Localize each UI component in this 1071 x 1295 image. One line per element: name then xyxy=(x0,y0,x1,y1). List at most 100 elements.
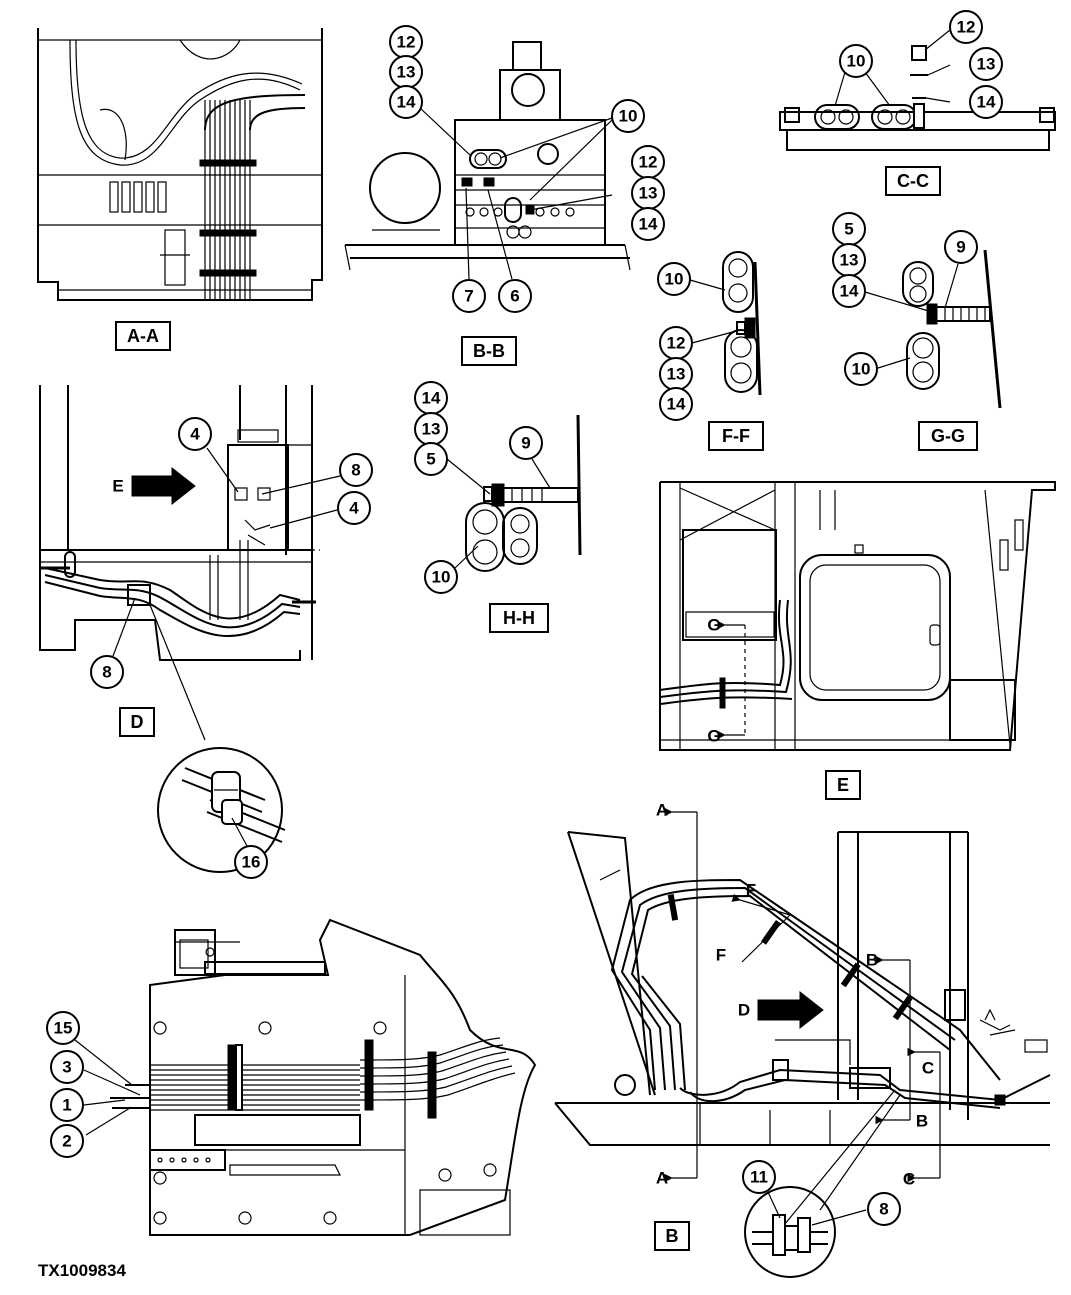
arrow-e-marker xyxy=(131,466,196,506)
section-letter-c-top: C xyxy=(922,1059,934,1078)
callout-14-bb-top: 14 xyxy=(389,85,423,119)
callout-12-ff: 12 xyxy=(659,326,693,360)
view-label-b-b: B-B xyxy=(461,336,517,366)
view-b-b-drawing xyxy=(344,41,631,271)
callout-14-ff: 14 xyxy=(659,387,693,421)
svg-text:13: 13 xyxy=(639,184,658,203)
svg-text:14: 14 xyxy=(840,282,859,301)
svg-text:12: 12 xyxy=(639,153,658,172)
callout-3: 3 xyxy=(50,1050,84,1084)
svg-text:8: 8 xyxy=(102,663,111,682)
callout-4-d-right: 4 xyxy=(337,491,371,525)
figure-id: TX1009834 xyxy=(38,1261,126,1280)
svg-text:12: 12 xyxy=(397,33,416,52)
svg-text:10: 10 xyxy=(665,270,684,289)
svg-text:14: 14 xyxy=(397,93,416,112)
callout-10-cc: 10 xyxy=(839,44,873,78)
svg-text:7: 7 xyxy=(464,287,473,306)
svg-text:10: 10 xyxy=(847,52,866,71)
svg-text:8: 8 xyxy=(879,1200,888,1219)
arrow-d-marker xyxy=(757,990,824,1030)
callout-10-bb: 10 xyxy=(611,99,645,133)
svg-text:B-B: B-B xyxy=(473,341,505,361)
callout-13-cc: 13 xyxy=(969,47,1003,81)
view-g-g-drawing xyxy=(902,249,1002,409)
view-f-f-drawing xyxy=(722,251,762,396)
callout-12-bb-right: 12 xyxy=(631,145,665,179)
svg-text:13: 13 xyxy=(397,63,416,82)
svg-text:10: 10 xyxy=(432,568,451,587)
svg-text:14: 14 xyxy=(977,93,996,112)
view-label-g-g: G-G xyxy=(918,421,978,451)
callout-5-hh: 5 xyxy=(414,442,448,476)
svg-text:13: 13 xyxy=(422,420,441,439)
view-label-d: D xyxy=(119,707,155,737)
callout-14-hh: 14 xyxy=(414,381,448,415)
svg-text:16: 16 xyxy=(242,853,261,872)
section-letter-a-top: A xyxy=(656,801,668,820)
leader-lines xyxy=(74,29,959,1226)
callout-14-bb-right: 14 xyxy=(631,207,665,241)
callout-13-hh: 13 xyxy=(414,412,448,446)
svg-text:2: 2 xyxy=(62,1132,71,1151)
view-label-a-a: A-A xyxy=(115,321,171,351)
svg-text:14: 14 xyxy=(422,389,441,408)
callout-14-gg: 14 xyxy=(832,274,866,308)
svg-text:B: B xyxy=(666,1226,679,1246)
section-letter-b-top: B xyxy=(866,951,878,970)
svg-text:12: 12 xyxy=(667,334,686,353)
callout-13-bb-right: 13 xyxy=(631,176,665,210)
svg-text:E: E xyxy=(837,775,849,795)
clamp-detail-circle xyxy=(149,604,286,873)
callout-10-ff: 10 xyxy=(657,262,691,296)
fitting-detail-circle xyxy=(744,1089,901,1278)
callout-10-hh: 10 xyxy=(424,560,458,594)
callout-8-b: 8 xyxy=(867,1192,901,1226)
view-label-e: E xyxy=(825,770,861,800)
callout-1: 1 xyxy=(50,1088,84,1122)
callout-2: 2 xyxy=(50,1124,84,1158)
callout-12-cc: 12 xyxy=(949,10,983,44)
view-h-h-drawing xyxy=(465,414,582,572)
callout-6-bb: 6 xyxy=(498,279,532,313)
svg-text:8: 8 xyxy=(351,461,360,480)
callout-8-d-right: 8 xyxy=(339,453,373,487)
svg-text:13: 13 xyxy=(977,55,996,74)
svg-text:12: 12 xyxy=(957,18,976,37)
svg-text:5: 5 xyxy=(844,220,853,239)
callout-4-d-top: 4 xyxy=(178,417,212,451)
callout-11: 11 xyxy=(742,1160,776,1194)
svg-text:10: 10 xyxy=(852,360,871,379)
view-label-b: B xyxy=(654,1221,690,1251)
callout-7-bb: 7 xyxy=(452,279,486,313)
callout-13-gg: 13 xyxy=(832,243,866,277)
view-c-c-drawing xyxy=(779,45,1056,151)
section-letter-b-bottom: B xyxy=(916,1112,928,1131)
svg-text:9: 9 xyxy=(956,238,965,257)
svg-text:13: 13 xyxy=(840,251,859,270)
svg-text:3: 3 xyxy=(62,1058,71,1077)
svg-text:14: 14 xyxy=(639,215,658,234)
callout-13-bb-top: 13 xyxy=(389,55,423,89)
callout-13-ff: 13 xyxy=(659,357,693,391)
view-a-a-drawing xyxy=(37,28,323,301)
section-letter-c-bottom: C xyxy=(903,1170,915,1189)
view-b-drawing xyxy=(554,812,1051,1178)
view-label-c-c: C-C xyxy=(885,166,941,196)
svg-text:13: 13 xyxy=(667,365,686,384)
svg-text:A-A: A-A xyxy=(127,326,159,346)
callout-10-gg: 10 xyxy=(844,352,878,386)
harness-routing-lower-view xyxy=(110,918,537,1236)
svg-text:4: 4 xyxy=(190,425,200,444)
svg-text:15: 15 xyxy=(54,1019,73,1038)
callout-5-gg: 5 xyxy=(832,212,866,246)
section-letter-a-bottom: A xyxy=(656,1169,668,1188)
svg-text:6: 6 xyxy=(510,287,519,306)
svg-text:C-C: C-C xyxy=(897,171,929,191)
svg-text:9: 9 xyxy=(521,434,530,453)
callout-9-gg: 9 xyxy=(944,230,978,264)
section-letter-e: E xyxy=(112,477,123,496)
callout-14-cc: 14 xyxy=(969,85,1003,119)
svg-text:14: 14 xyxy=(667,395,686,414)
view-label-h-h: H-H xyxy=(489,603,549,633)
